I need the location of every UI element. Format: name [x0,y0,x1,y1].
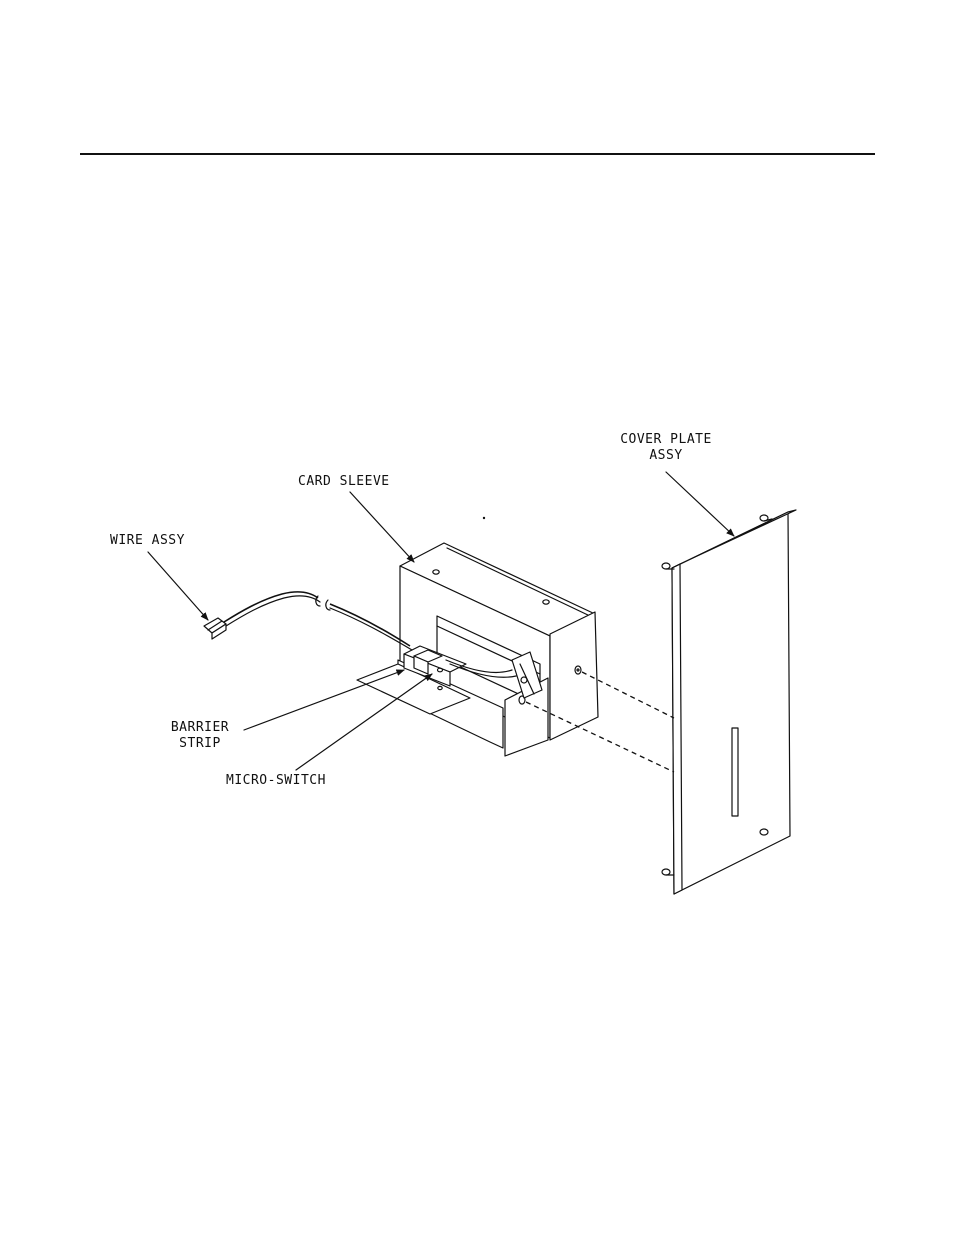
cover-plate-assy-label: COVER PLATE ASSY [608,432,724,464]
card-sleeve-label: CARD SLEEVE [298,474,390,490]
micro-switch-label: MICRO-SWITCH [226,773,326,789]
wire-assy-label: WIRE ASSY [110,533,185,549]
card-sleeve-part [357,517,598,756]
wire-assy-part [204,592,412,650]
barrier-strip-label: BARRIER STRIP [160,720,240,752]
cover-plate-part [662,510,796,894]
